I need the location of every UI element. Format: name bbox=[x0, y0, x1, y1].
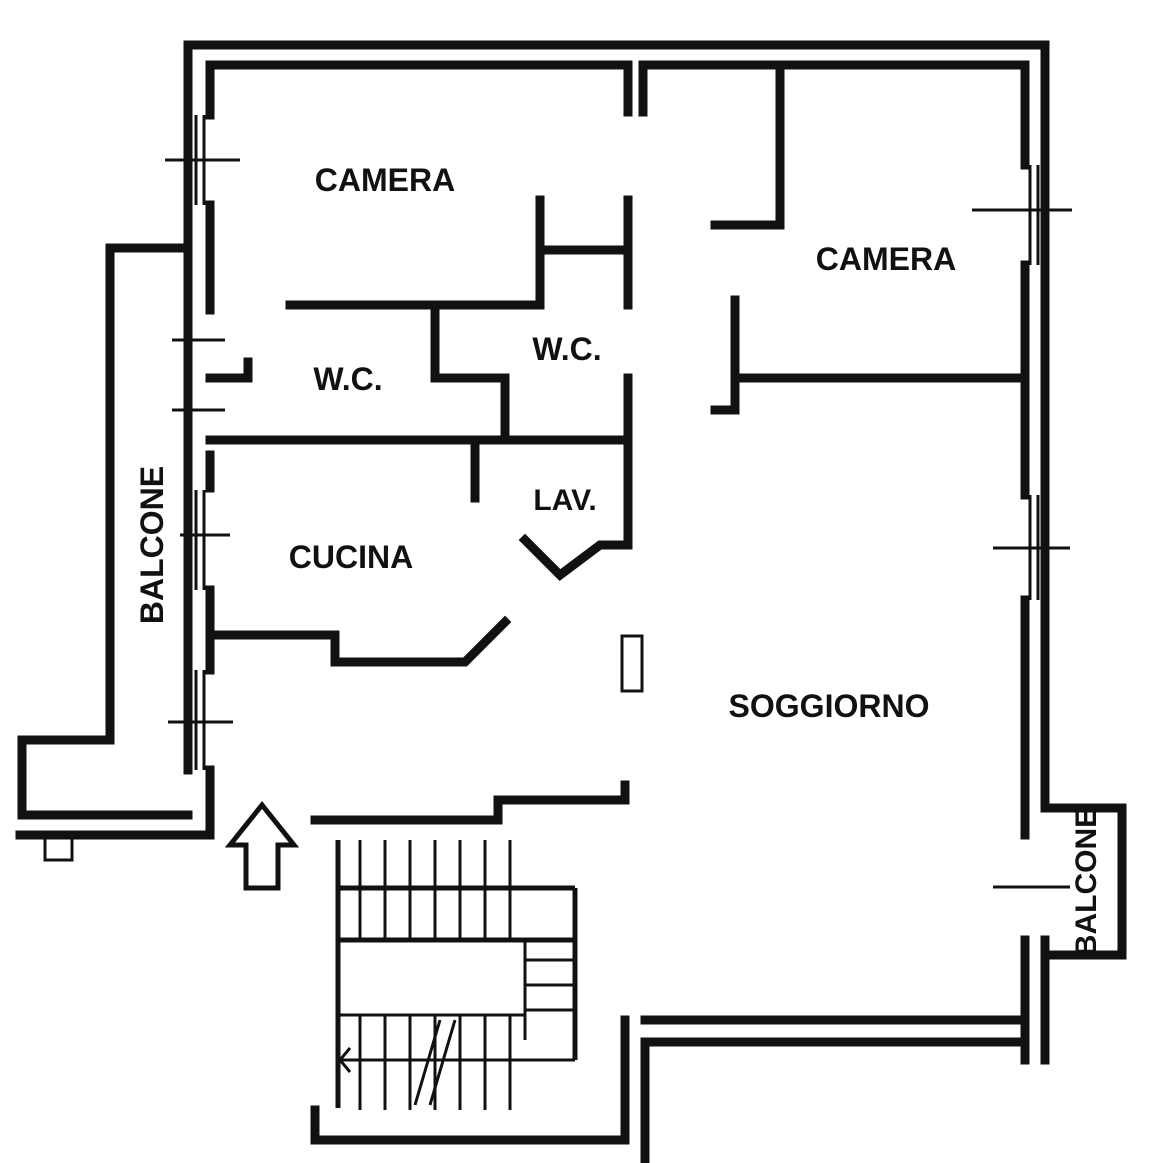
room-label-wc-left: W.C. bbox=[313, 361, 382, 397]
staircase bbox=[335, 840, 578, 1110]
interior-walls bbox=[205, 195, 1030, 825]
room-label-soggiorno: SOGGIORNO bbox=[729, 688, 930, 724]
balcony-left bbox=[17, 243, 193, 862]
room-label-camera-top-left: CAMERA bbox=[315, 162, 455, 198]
room-label-lavanderia: LAV. bbox=[533, 484, 596, 517]
outer-walls bbox=[15, 40, 1050, 1163]
room-label-camera-top-right: CAMERA bbox=[816, 241, 956, 277]
room-label-wc-center: W.C. bbox=[532, 331, 601, 367]
room-label-balcone-right: BALCONE bbox=[1070, 808, 1103, 956]
balcony-right bbox=[1040, 803, 1127, 960]
room-label-cucina: CUCINA bbox=[289, 539, 413, 575]
room-label-balcone-left: BALCONE bbox=[134, 466, 170, 624]
entrance-arrow-icon bbox=[224, 800, 300, 891]
windows bbox=[165, 115, 1072, 889]
